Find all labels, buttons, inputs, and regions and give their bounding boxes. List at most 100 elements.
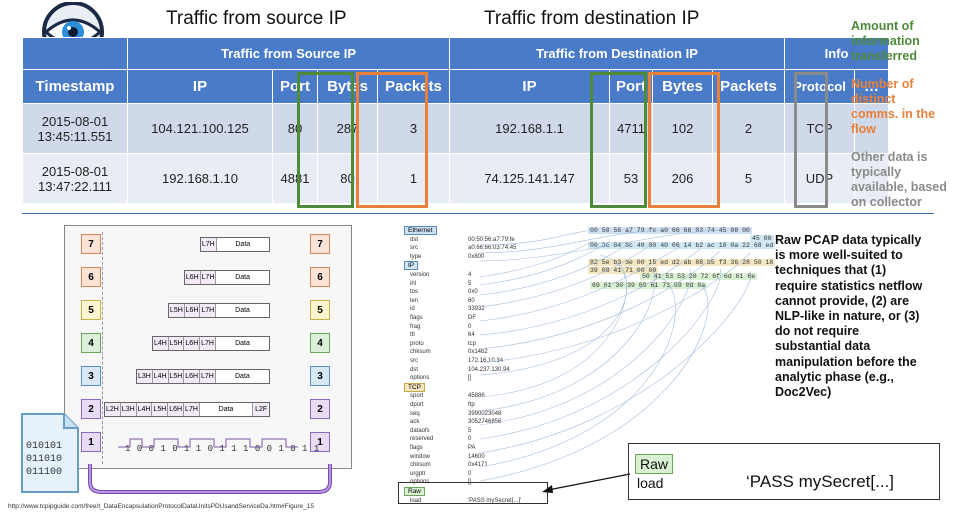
pdu-segment: Data xyxy=(215,337,269,350)
pdu-segment: Data xyxy=(215,370,269,383)
title-destination-traffic: Traffic from destination IP xyxy=(484,8,700,29)
pcap-field-value: 00:50:56:a7:79:fe xyxy=(468,236,515,243)
group-header-source: Traffic from Source IP xyxy=(127,37,450,70)
pcap-field-name: tos xyxy=(410,289,419,296)
pcap-field-name: load xyxy=(410,497,422,504)
hex-row: 00 50 56 a7 79 fe a0 66 66 03 74 45 08 0… xyxy=(588,227,752,234)
pcap-field-name: src xyxy=(410,245,418,252)
pcap-field-name: dst xyxy=(410,236,419,243)
dst-packets-cell: 5 xyxy=(712,153,785,204)
raw-load-callout xyxy=(628,443,940,500)
layer-number-left: 7 xyxy=(81,234,101,254)
pcap-field-value: 5 xyxy=(468,280,472,287)
pcap-field-name: frag xyxy=(410,323,421,330)
pcap-field-value: a0:66:66:03:74:45 xyxy=(468,245,517,252)
pcap-field-name: dataofs xyxy=(410,427,430,434)
layer-stack-left xyxy=(80,232,103,464)
layer-number-left: 1 xyxy=(81,432,101,452)
pcap-field-value: 3990023048 xyxy=(468,410,502,417)
note-raw-pcap: Raw PCAP data typically is more well-sui… xyxy=(775,233,923,400)
pcap-field-name: urgptr xyxy=(410,470,426,477)
pcap-field-value: 0x0 xyxy=(468,289,478,296)
load-label: load xyxy=(637,475,664,491)
physical-link-icon xyxy=(88,464,332,494)
column-header: IP xyxy=(127,69,273,104)
pcap-layer-label: Raw xyxy=(404,487,426,496)
layer-number-right: 5 xyxy=(310,300,330,320)
load-value: ‘PASS mySecret[...] xyxy=(746,472,895,491)
note-other-data: Other data is typically available, based… xyxy=(851,150,947,209)
pdu-segment: L7H xyxy=(200,370,216,383)
hex-row: 45 00 xyxy=(750,235,774,242)
pcap-field-name: type xyxy=(410,253,422,260)
column-header: IP xyxy=(449,69,610,104)
hex-row: 39 08 41 71 00 00 xyxy=(588,267,659,274)
pdu-segment: Data xyxy=(199,403,254,416)
pdu-segment: Data xyxy=(216,238,269,251)
signal-wave-icon xyxy=(118,438,298,448)
bytes-highlight-box xyxy=(590,72,647,208)
pcap-field-name: sport xyxy=(410,393,424,400)
pcap-field-value: 33932 xyxy=(468,306,485,313)
pdu-segment: L2F xyxy=(253,403,269,416)
layer-number-left: 4 xyxy=(81,333,101,353)
title-source-traffic: Traffic from source IP xyxy=(166,8,347,29)
layer-number-right: 4 xyxy=(310,333,330,353)
pdu-segment: Data xyxy=(216,304,270,317)
pdu-segment: L7H xyxy=(200,337,216,350)
pcap-field-value: 'PASS mySecret[...]' xyxy=(468,497,522,504)
pcap-field-name: version xyxy=(410,272,430,278)
group-header-info: Info xyxy=(784,37,889,70)
pcap-layer-label: IP xyxy=(404,261,419,271)
pdu-segment: L5H xyxy=(168,337,185,350)
pcap-field-name: proto xyxy=(410,340,424,347)
layer-number-right: 2 xyxy=(310,399,330,419)
pdu-segment: L7H xyxy=(200,271,217,284)
pcap-mapping-lines xyxy=(479,229,751,482)
dst-bytes-cell: 102 xyxy=(652,103,713,154)
layer-number-right: 6 xyxy=(310,267,330,287)
pdu-segment: L3H xyxy=(137,370,153,383)
src-port-cell: 4881 xyxy=(272,153,318,204)
note-distinct-comms: Number of distinct comms. in the flow xyxy=(851,77,936,136)
pcap-field-value: PA xyxy=(468,445,476,451)
dst-ip-cell: 74.125.141.147 xyxy=(449,153,610,204)
pcap-field-value: 60 xyxy=(468,297,475,304)
pdu-segment: L2H xyxy=(105,403,121,416)
binary-file-text: 010101 011010 011100 xyxy=(26,441,63,478)
pcap-layer-label: Ethernet xyxy=(404,226,437,235)
hex-row: 69 61 30 39 69 61 73 69 0d 0a xyxy=(590,282,708,289)
pcap-field-name: src xyxy=(410,358,418,364)
pcap-field-name: seq xyxy=(410,410,420,417)
layer-number-right: 1 xyxy=(310,432,330,452)
pcap-field-value: DF xyxy=(468,315,476,321)
packets-highlight-box xyxy=(648,72,720,208)
pcap-field-name: id xyxy=(410,306,415,313)
src-port-cell: 80 xyxy=(272,103,318,154)
pcap-field-value: 3052746856 xyxy=(468,419,502,426)
pcap-layer-label: TCP xyxy=(404,382,425,392)
packets-highlight-box xyxy=(356,72,428,208)
pcap-field-value: 4 xyxy=(468,272,472,278)
pcap-field-name: window xyxy=(410,453,431,460)
hex-row: 50 41 53 53 20 72 6f 6d 61 6e xyxy=(640,273,758,280)
pcap-field-value: 0x4171 xyxy=(468,462,488,469)
section-divider xyxy=(22,213,934,214)
pcap-field-value: 0 xyxy=(468,323,472,330)
pcap-field-value: ftp xyxy=(468,402,475,408)
column-header-row: Timestamp IP Port Bytes Packets IP Port … xyxy=(22,69,889,104)
pcap-field-name: ttl xyxy=(410,332,415,339)
column-header: … xyxy=(854,69,889,104)
pdu-segment: L5H xyxy=(169,304,185,317)
layer-number-left: 2 xyxy=(81,399,101,419)
dst-ip-cell: 192.168.1.1 xyxy=(449,103,610,154)
pcap-load-box xyxy=(398,482,548,504)
group-header-row: Traffic from Source IP Traffic from Dest… xyxy=(22,37,889,70)
flow-table: Traffic from Source IP Traffic from Dest… xyxy=(22,37,889,204)
pcap-field-name: chksum xyxy=(410,462,431,469)
pdu-segment: L6H xyxy=(185,271,201,284)
pcap-field-value: [] xyxy=(468,375,472,382)
